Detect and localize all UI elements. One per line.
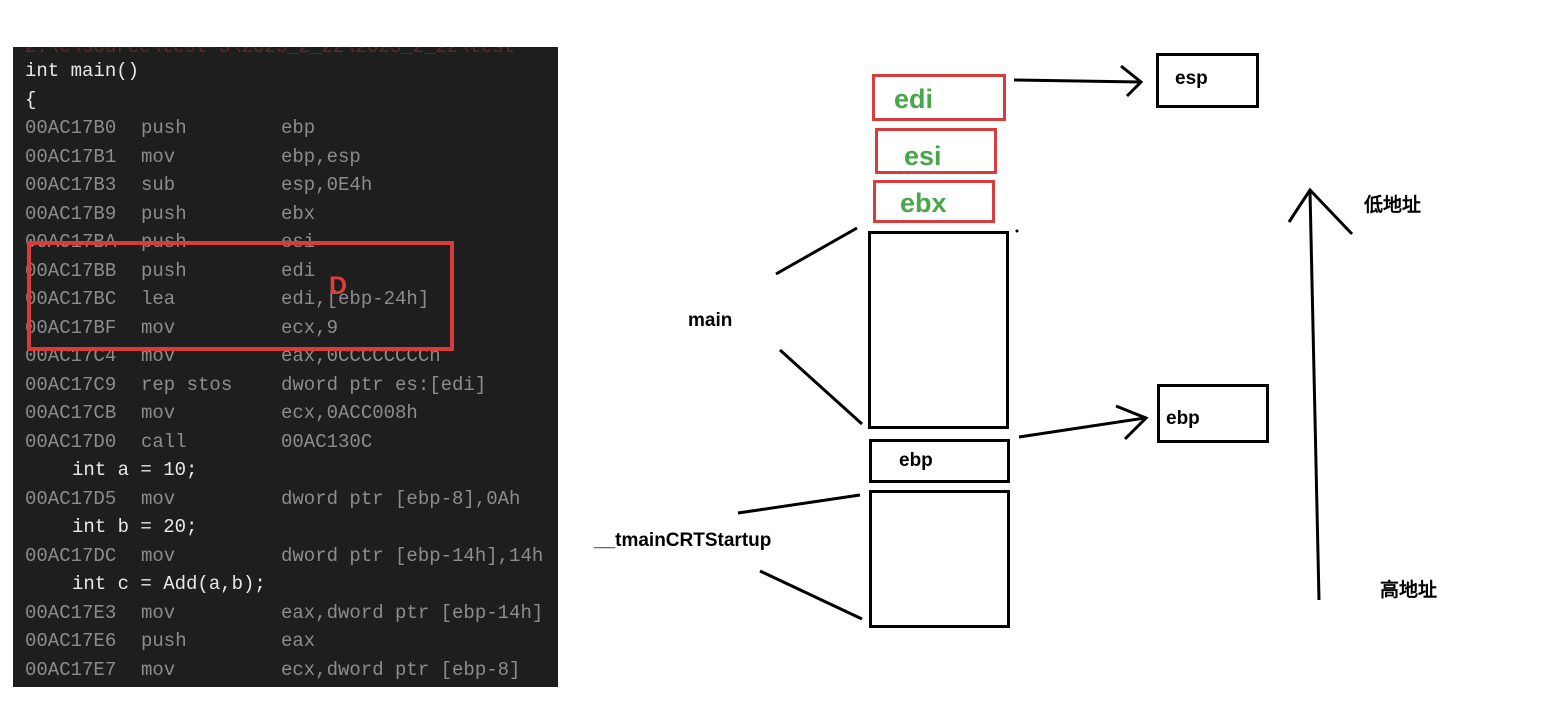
asm-address: 00AC17CB bbox=[25, 402, 117, 424]
esp-arrow-head bbox=[1120, 64, 1144, 98]
source-text: int b = 20; bbox=[72, 516, 198, 538]
asm-opcode: push bbox=[141, 630, 187, 652]
saved-ebp-label: ebp bbox=[899, 450, 933, 471]
source-text: int c = Add(a,b); bbox=[72, 573, 266, 595]
esi-register-box bbox=[875, 128, 997, 174]
asm-opcode: mov bbox=[141, 402, 176, 424]
stray-dot bbox=[1015, 229, 1019, 233]
esi-register-label: esi bbox=[904, 141, 942, 171]
asm-address: 00AC17D0 bbox=[25, 430, 117, 453]
low-address-label: 低地址 bbox=[1364, 195, 1422, 216]
saved-ebp-box bbox=[869, 439, 1010, 483]
asm-address: 00AC17B0 bbox=[25, 117, 117, 139]
edi-register-label: edi bbox=[894, 84, 934, 114]
asm-operand: dword ptr [ebp-14h],14h bbox=[281, 544, 544, 567]
ebp-arrow-shaft bbox=[1018, 416, 1146, 439]
esp-arrow-shaft bbox=[1013, 78, 1141, 84]
asm-opcode: call bbox=[141, 430, 187, 453]
asm-operand: ecx,0ACC008h bbox=[281, 402, 418, 424]
source-text: int main() bbox=[25, 60, 140, 82]
annotation-marker: D bbox=[329, 272, 348, 300]
asm-address: 00AC17E3 bbox=[25, 601, 117, 624]
highlight-box bbox=[27, 241, 454, 351]
caller-bracket-top-line bbox=[737, 493, 861, 515]
asm-address: 00AC17C9 bbox=[25, 373, 117, 396]
ebp-pointer-box bbox=[1157, 384, 1269, 443]
main-bracket-bottom-line bbox=[778, 348, 864, 426]
main-bracket-top-line bbox=[775, 226, 858, 276]
asm-operand: edi bbox=[281, 259, 316, 282]
asm-opcode: mov bbox=[141, 544, 176, 567]
asm-operand: eax bbox=[281, 630, 316, 652]
caller-frame-label: __tmainCRTStartup bbox=[594, 530, 772, 551]
asm-opcode: sub bbox=[141, 174, 176, 196]
asm-address: 00AC17DC bbox=[25, 544, 117, 567]
asm-address: 00AC17B1 bbox=[25, 145, 117, 168]
asm-address: 00AC17BC bbox=[25, 288, 117, 310]
asm-operand: ecx,9 bbox=[281, 316, 339, 339]
caller-frame-box bbox=[869, 490, 1010, 628]
asm-operand: esp,0E4h bbox=[281, 174, 373, 196]
asm-address: 00AC17D5 bbox=[25, 487, 117, 510]
caller-bracket-bottom-line bbox=[759, 569, 863, 621]
asm-operand: eax,dword ptr [ebp-14h] bbox=[281, 601, 544, 624]
edi-register-box bbox=[872, 74, 1006, 121]
asm-operand: ebx bbox=[281, 202, 316, 225]
source-text: { bbox=[25, 88, 37, 111]
asm-address: 00AC17BB bbox=[25, 259, 117, 282]
asm-opcode: lea bbox=[141, 288, 176, 310]
high-address-label: 高地址 bbox=[1380, 580, 1438, 601]
asm-operand: ebp bbox=[281, 117, 316, 139]
asm-operand: dword ptr [ebp-8],0Ah bbox=[281, 487, 521, 510]
source-text: int a = 10; bbox=[72, 459, 198, 481]
asm-opcode: rep stos bbox=[141, 373, 233, 396]
esp-pointer-box bbox=[1156, 53, 1259, 108]
esp-pointer-label: esp bbox=[1175, 68, 1208, 89]
asm-operand: edi,[ebp-24h] bbox=[281, 288, 430, 310]
ebp-pointer-label: ebp bbox=[1166, 408, 1200, 429]
asm-opcode: mov bbox=[141, 316, 176, 339]
asm-address: 00AC17E6 bbox=[25, 630, 117, 652]
asm-opcode: mov bbox=[141, 145, 176, 168]
asm-opcode: mov bbox=[141, 487, 176, 510]
asm-opcode: push bbox=[141, 117, 187, 139]
asm-address: 00AC17B3 bbox=[25, 174, 117, 196]
asm-operand: ecx,dword ptr [ebp-8] bbox=[281, 658, 521, 681]
asm-operand: 00AC130C bbox=[281, 430, 373, 453]
asm-address: 00AC17E7 bbox=[25, 658, 117, 681]
asm-opcode: mov bbox=[141, 601, 176, 624]
ebp-arrow-head bbox=[1115, 404, 1149, 441]
asm-operand: ebp,esp bbox=[281, 145, 361, 168]
main-frame-label: main bbox=[688, 310, 733, 331]
asm-address: 00AC17BF bbox=[25, 316, 117, 339]
asm-address: 00AC17B9 bbox=[25, 202, 117, 225]
ebx-register-label: ebx bbox=[900, 188, 947, 218]
asm-opcode: mov bbox=[141, 658, 176, 681]
disassembly-panel: 2:\c\source\test-3\2023_2_22\2023_2_22\t… bbox=[13, 47, 558, 687]
main-frame-box bbox=[868, 231, 1009, 429]
cut-off-header-line: 2:\c\source\test-3\2023_2_22\2023_2_22\t… bbox=[25, 47, 516, 58]
asm-opcode: push bbox=[141, 259, 187, 282]
asm-opcode: push bbox=[141, 202, 187, 225]
address-direction-arrow bbox=[1308, 190, 1321, 601]
address-direction-arrow-head bbox=[1287, 187, 1354, 236]
asm-operand: dword ptr es:[edi] bbox=[281, 373, 487, 396]
ebx-register-box bbox=[873, 180, 995, 223]
